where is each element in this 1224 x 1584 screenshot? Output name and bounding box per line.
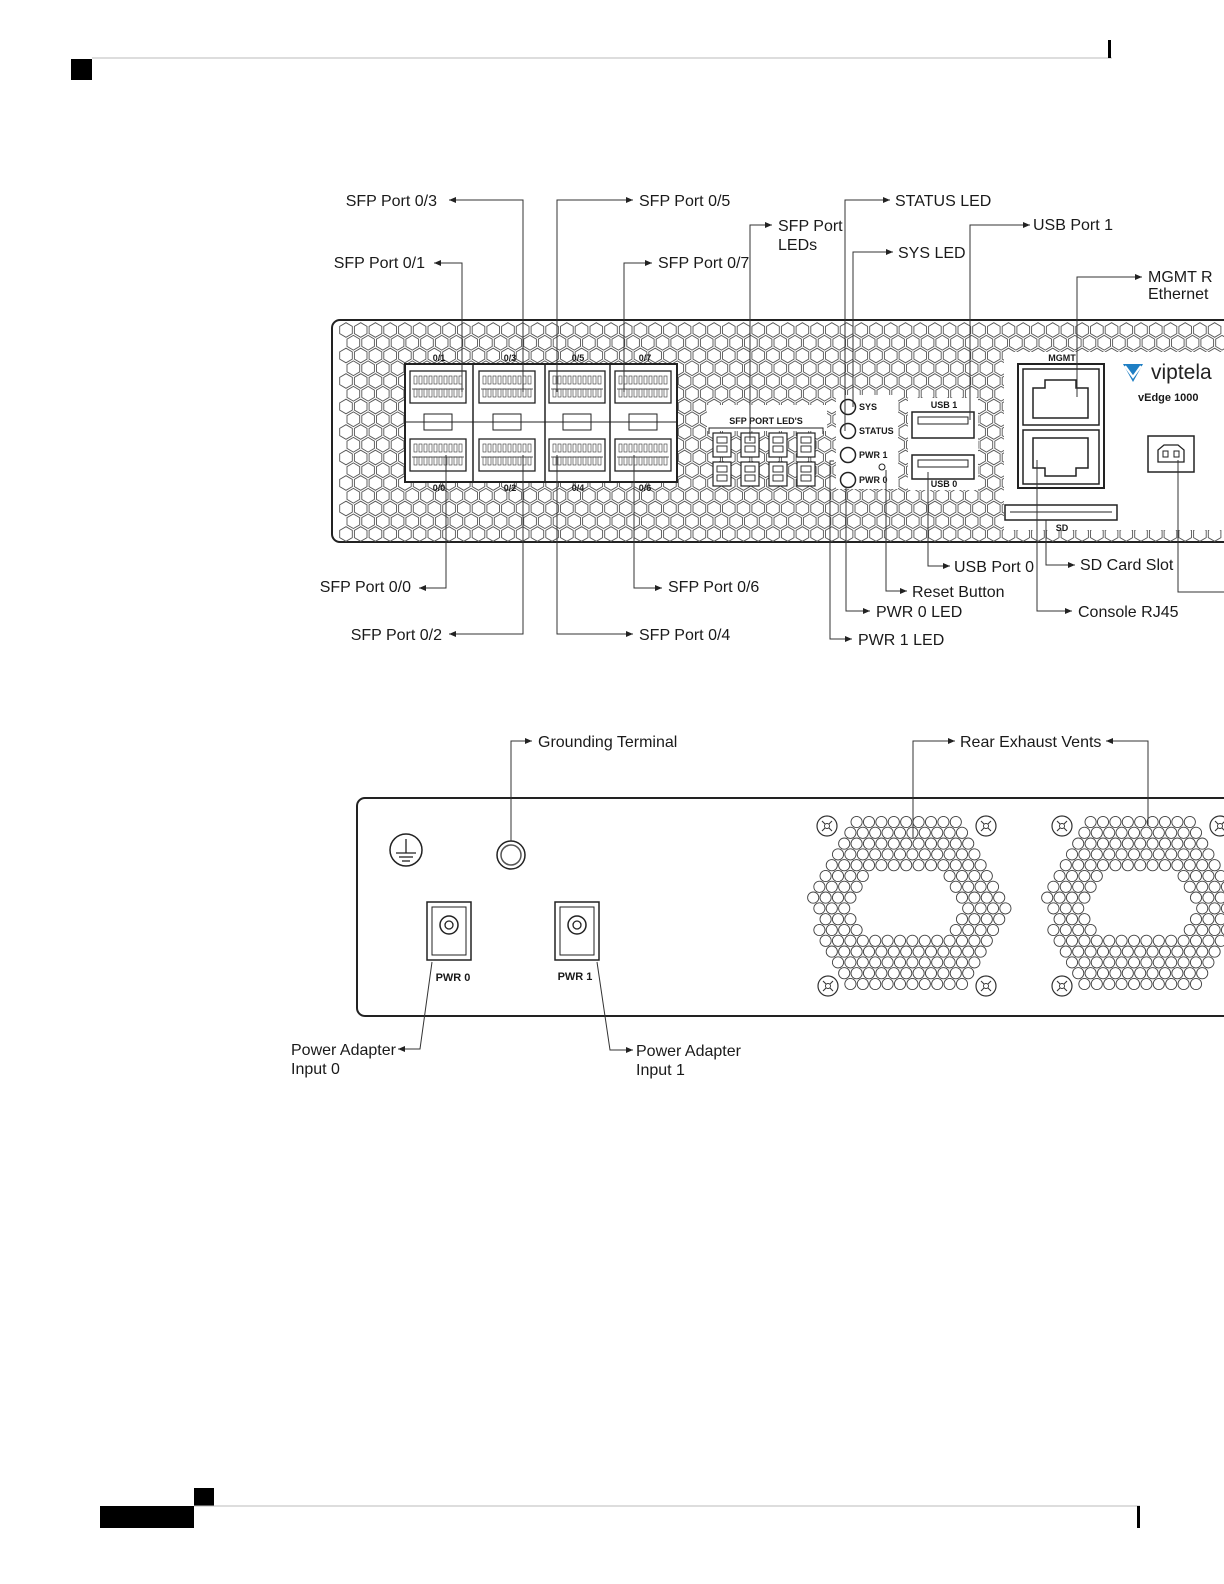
front-panel: 0/1 0/3 0/5 0/7 0/0 0/2 0/4 0/6 SFP PORT…: [331, 319, 1224, 543]
callout-sfp-0-6: SFP Port 0/6: [668, 579, 759, 596]
callout-pwr1-led: PWR 1 LED: [858, 632, 944, 649]
mgmt-console-block: [1004, 352, 1224, 530]
callout-mgmt-line2: Ethernet: [1148, 286, 1209, 303]
rear-pwr1-label: PWR 1: [558, 971, 593, 983]
callout-mgmt-line1: MGMT R: [1148, 269, 1213, 286]
port-label-0-4: 0/4: [572, 483, 585, 493]
usb1-label: USB 1: [931, 400, 958, 410]
rear-exhaust-vent-grilles: [807, 815, 1224, 991]
vent-screw-icons: [816, 815, 1224, 997]
usb0-label: USB 0: [931, 479, 958, 489]
callout-usb-port-0: USB Port 0: [954, 559, 1034, 576]
port-label-0-5: 0/5: [572, 353, 585, 363]
reset-button-icon: [878, 463, 886, 471]
status-leds: [836, 395, 898, 489]
rear-leader-lines: [398, 738, 1149, 1053]
page-footer: [100, 1488, 1140, 1528]
power-jack-1-icon: [554, 901, 600, 961]
rear-pwr0-label: PWR 0: [436, 972, 471, 984]
sys-led-icon: [839, 398, 857, 416]
rear-chassis: [356, 797, 1224, 1017]
port-label-0-6: 0/6: [639, 483, 652, 493]
callout-reset-button: Reset Button: [912, 584, 1005, 601]
power-jack-0-icon: [426, 901, 472, 961]
callout-power-input0-line2: Input 0: [291, 1061, 340, 1078]
sfp-port-leds-label: SFP PORT LED'S: [729, 416, 803, 426]
callout-sfp-0-3: SFP Port 0/3: [346, 193, 437, 210]
callout-pwr0-led: PWR 0 LED: [876, 604, 962, 621]
port-label-0-7: 0/7: [639, 353, 652, 363]
port-label-0-0: 0/0: [433, 483, 446, 493]
callout-grounding-terminal: Grounding Terminal: [538, 734, 677, 751]
callout-sfp-0-2: SFP Port 0/2: [351, 627, 442, 644]
mgmt-label: MGMT: [1048, 353, 1076, 363]
callout-sfp-0-5: SFP Port 0/5: [639, 193, 730, 210]
callout-power-input1-line1: Power Adapter: [636, 1043, 742, 1060]
led-label-pwr1: PWR 1: [859, 450, 888, 460]
port-label-0-2: 0/2: [504, 483, 517, 493]
callout-sys-led: SYS LED: [898, 245, 966, 262]
callout-usb-port-1: USB Port 1: [1033, 217, 1113, 234]
callout-sfp-0-4: SFP Port 0/4: [639, 627, 730, 644]
sfp-cage: [404, 363, 678, 483]
callout-status-led: STATUS LED: [895, 193, 991, 210]
callout-sfp-leds-line1: SFP Port: [778, 218, 843, 235]
rear-callouts: Grounding Terminal Rear Exhaust Vents Po…: [291, 734, 1101, 1079]
callout-sfp-leds-line2: LEDs: [778, 237, 817, 254]
brand-name: viptela: [1151, 361, 1212, 384]
sfp-led-grid: [712, 432, 816, 487]
sfp-port-grid: [409, 370, 672, 472]
pwr1-led-icon: [839, 446, 857, 464]
front-leader-lines: [419, 197, 1224, 642]
callout-sfp-0-0: SFP Port 0/0: [320, 579, 411, 596]
usb-ports: [908, 398, 978, 490]
led-label-sys: SYS: [859, 402, 877, 412]
port-label-0-1: 0/1: [433, 353, 446, 363]
port-label-0-3: 0/3: [504, 353, 517, 363]
callout-sd-card-slot: SD Card Slot: [1080, 557, 1174, 574]
rear-panel: PWR 0 PWR 1: [356, 797, 1224, 1017]
callout-power-input1-line2: Input 1: [636, 1062, 685, 1079]
page-header: [71, 40, 1112, 80]
callout-power-input0-line1: Power Adapter: [291, 1042, 397, 1059]
front-callouts: SFP Port 0/3 SFP Port 0/5 SFP Port 0/1 S…: [320, 193, 1213, 649]
led-label-pwr0: PWR 0: [859, 475, 888, 485]
ground-symbol-icon: [389, 833, 423, 867]
led-label-status: STATUS: [859, 426, 894, 436]
grounding-terminal-icon: [496, 840, 526, 870]
callout-console-rj45: Console RJ45: [1078, 604, 1179, 621]
model-name: vEdge 1000: [1138, 392, 1199, 404]
pwr0-led-icon: [839, 471, 857, 489]
sd-label: SD: [1056, 523, 1069, 533]
status-led-icon: [839, 422, 857, 440]
callout-rear-exhaust-vents: Rear Exhaust Vents: [960, 734, 1101, 751]
callout-sfp-0-1: SFP Port 0/1: [334, 255, 425, 272]
callout-sfp-0-7: SFP Port 0/7: [658, 255, 749, 272]
usb1-port-icon: [911, 411, 975, 439]
mgmt-rj45-icon: [1032, 379, 1089, 419]
sfp-port-leds: [707, 405, 827, 487]
